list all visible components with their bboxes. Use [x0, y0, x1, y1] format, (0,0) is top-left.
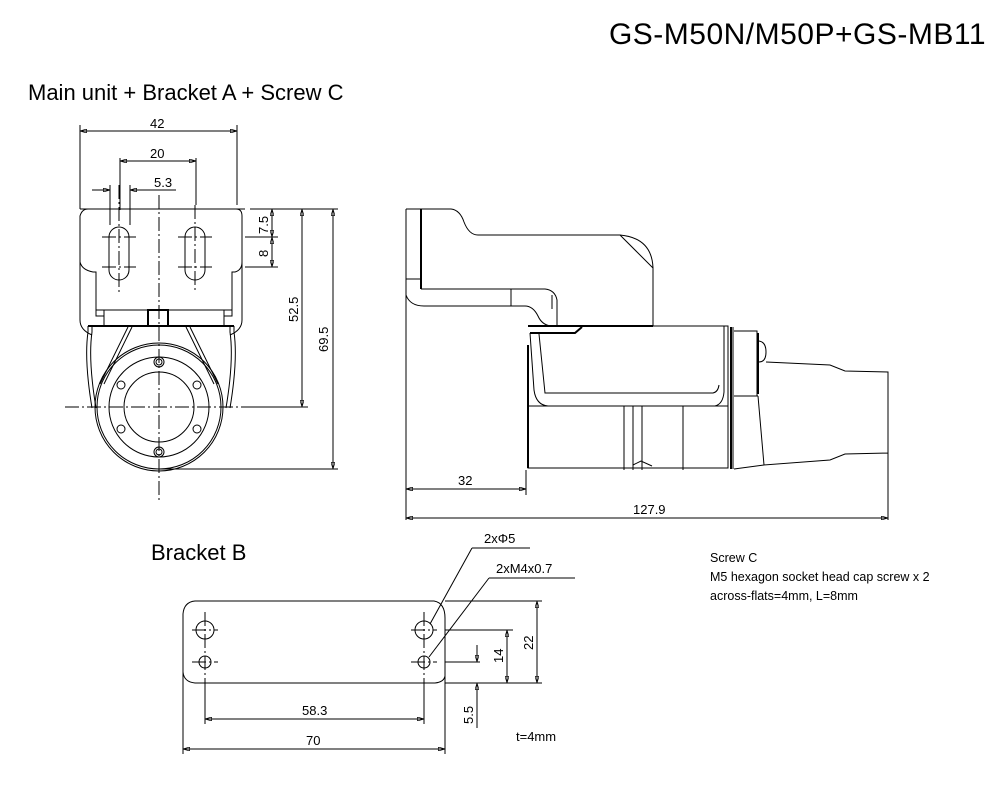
dim-bracket-height: 22 [521, 636, 536, 650]
dim-bracket-length: 70 [306, 733, 320, 748]
bracket-b-drawing: 2xΦ5 2xM4x0.7 22 14 5.5 58.3 70 t=4mm [183, 531, 575, 754]
side-view [405, 208, 889, 520]
screw-note: Screw C M5 hexagon socket head cap screw… [710, 549, 930, 606]
callout-hole-phi5: 2xΦ5 [484, 531, 515, 546]
dim-hole-spacing: 14 [491, 649, 506, 663]
dim-bottom-hole-offset: 5.5 [461, 706, 476, 724]
dim-overall-width: 42 [150, 116, 164, 131]
dim-overall-height: 69.5 [316, 327, 331, 352]
dim-bracket-depth: 32 [458, 473, 472, 488]
main-assembly-title: Main unit + Bracket A + Screw C [28, 80, 344, 105]
dim-hole-pitch: 58.3 [302, 703, 327, 718]
bracket-b-plate [182, 600, 446, 684]
dim-slot-pitch: 20 [150, 146, 164, 161]
callout-hole-m4: 2xM4x0.7 [496, 561, 552, 576]
dim-center-height: 52.5 [286, 297, 301, 322]
bracket-b-title: Bracket B [151, 540, 247, 565]
dim-slot-width: 5.3 [154, 175, 172, 190]
model-title: GS-M50N/M50P+GS-MB11 [608, 18, 986, 51]
bracket-a [406, 208, 654, 326]
screw-note-line1: M5 hexagon socket head cap screw x 2 [710, 570, 930, 584]
dim-slot-length: 8 [256, 250, 271, 257]
dim-overall-length: 127.9 [633, 502, 666, 517]
front-dimensions: 42 20 5.3 7.5 8 52.5 69.5 [80, 116, 338, 469]
dim-slot-top-offset: 7.5 [256, 216, 271, 234]
front-bracket-plate [79, 208, 243, 311]
cable-connector [733, 361, 889, 520]
screw-note-title: Screw C [710, 551, 758, 565]
front-view [65, 185, 255, 500]
screw-note-line2: across-flats=4mm, L=8mm [710, 589, 858, 603]
bracket-thickness-note: t=4mm [516, 729, 556, 744]
side-dimensions: 32 127.9 [406, 470, 888, 518]
